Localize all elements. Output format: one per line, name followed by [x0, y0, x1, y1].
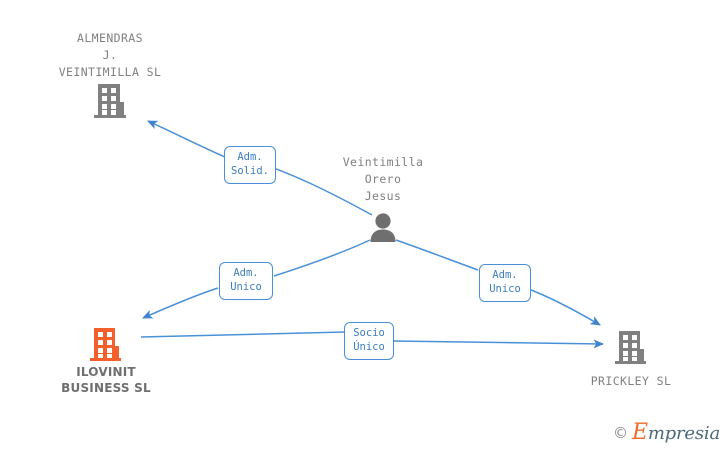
- edge-label-socio-unico[interactable]: Socio Único: [344, 322, 394, 360]
- edge-adm-unico-prickley-arrow-segment: [525, 287, 601, 326]
- edge-socio-unico-line: [140, 331, 346, 338]
- node-prickley-label: PRICKLEY SL: [590, 374, 672, 388]
- node-prickley-icon[interactable]: [614, 330, 648, 370]
- edge-adm-unico-ilovinit-line: [273, 239, 371, 277]
- node-person-icon[interactable]: [369, 212, 397, 246]
- copyright-icon: ©: [612, 423, 628, 442]
- brand-name: Empresia: [632, 422, 720, 444]
- edge-adm-solid-arrow-segment: [147, 120, 226, 158]
- node-almendras-icon[interactable]: [92, 82, 128, 124]
- edge-socio-unico-arrow-segment: [392, 339, 605, 349]
- edge-adm-unico-ilovinit-arrow-segment: [142, 287, 219, 319]
- node-ilovinit-icon[interactable]: [89, 327, 123, 367]
- node-almendras-label: ALMENDRAS J. VEINTIMILLA SL: [58, 31, 162, 79]
- building-icon: [615, 331, 646, 364]
- watermark: © Empresia: [613, 422, 720, 444]
- person-icon: [370, 213, 396, 242]
- node-person-label: Veintimilla Orero Jesus: [342, 155, 424, 203]
- building-icon: [94, 84, 126, 118]
- edge-label-adm-unico-prickley[interactable]: Adm. Unico: [479, 264, 531, 302]
- building-icon: [90, 328, 121, 361]
- edge-adm-unico-prickley-line: [395, 239, 479, 271]
- brand-initial: E: [631, 420, 648, 445]
- brand-rest: mpresia: [647, 423, 720, 444]
- edge-label-adm-unico-ilovinit[interactable]: Adm. Unico: [219, 262, 273, 300]
- edge-label-adm-solid[interactable]: Adm. Solid.: [224, 146, 276, 184]
- node-ilovinit-label: ILOVINIT BUSINESS SL: [61, 365, 151, 395]
